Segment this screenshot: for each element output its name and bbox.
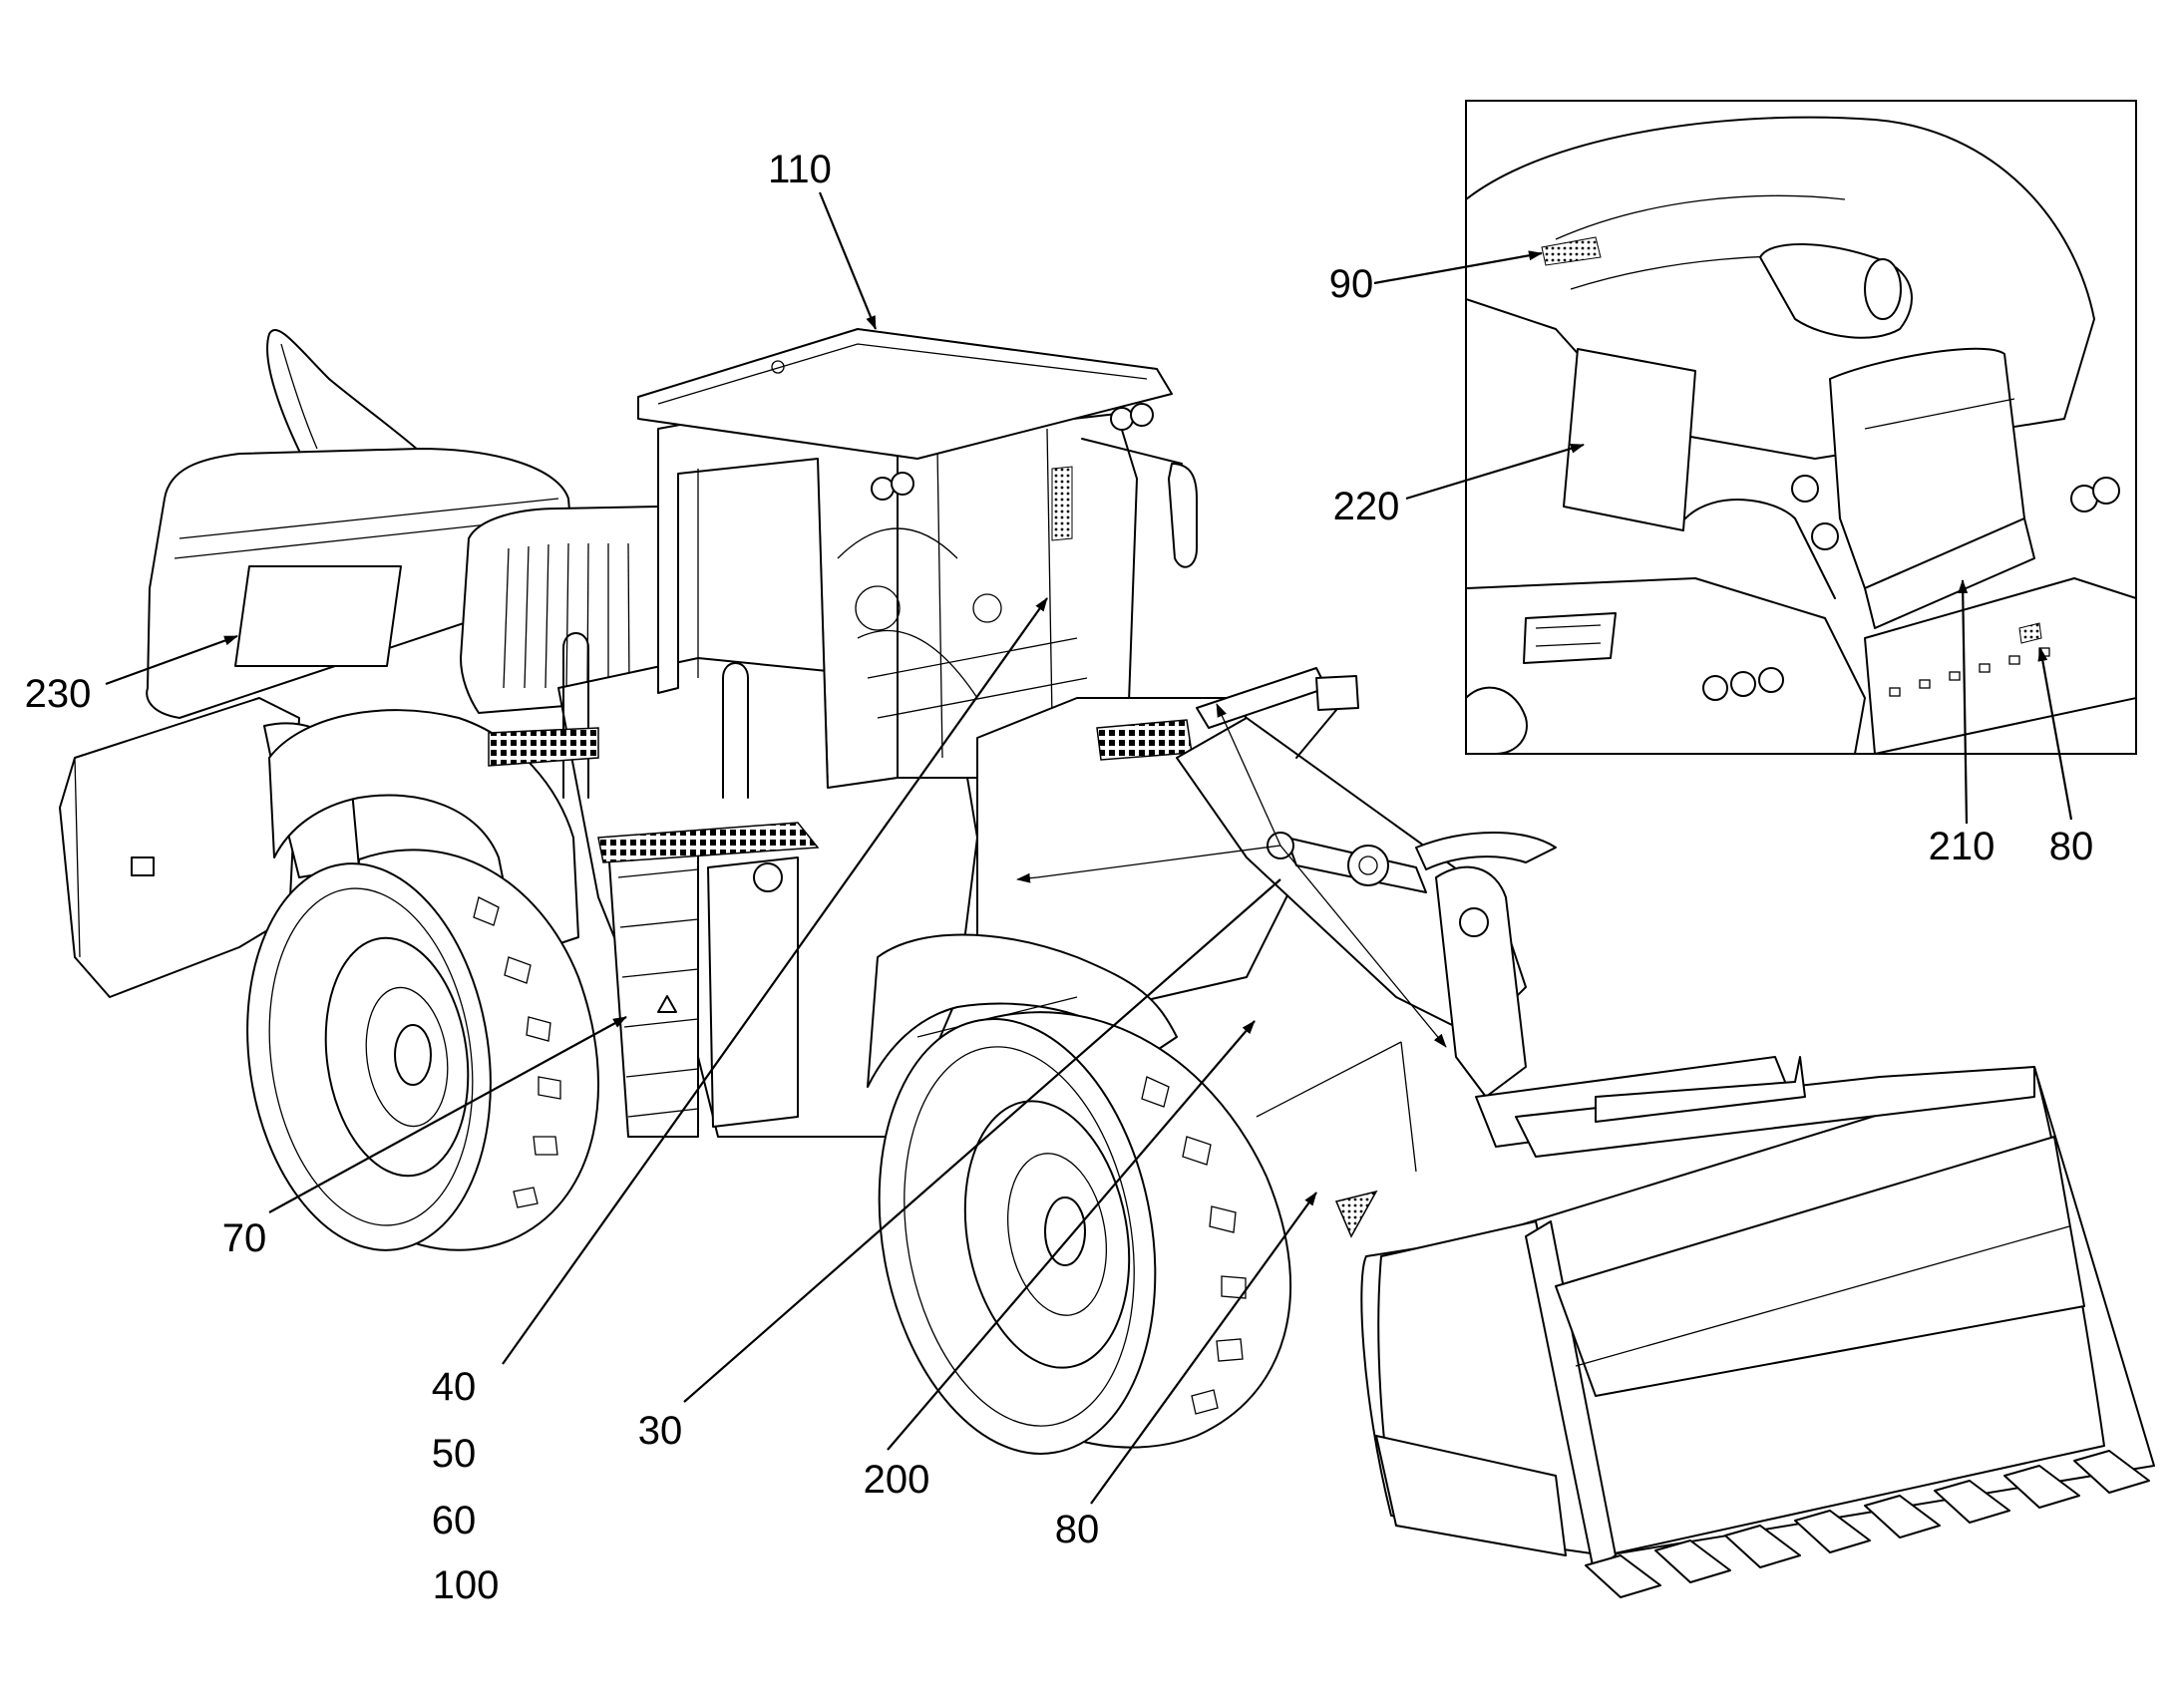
ref-30: 30: [638, 1409, 683, 1453]
ref-70: 70: [222, 1216, 267, 1260]
ref-220: 220: [1333, 485, 1400, 528]
ref-40: 40: [432, 1365, 477, 1409]
wheel-loader-drawing: [59, 328, 2155, 1598]
ref-80-main: 80: [1055, 1508, 1100, 1551]
ref-100: 100: [433, 1563, 500, 1607]
ref-110: 110: [768, 148, 832, 191]
ref-230: 230: [25, 672, 92, 716]
front-wheel: [878, 1011, 1292, 1455]
ref-200: 200: [864, 1458, 930, 1502]
rear-wheel: [246, 849, 599, 1251]
loader-bucket: [1360, 1056, 2155, 1598]
ref-210: 210: [1929, 825, 1996, 868]
ref-60: 60: [432, 1499, 477, 1542]
ref-50: 50: [432, 1432, 477, 1476]
reference-numerals: 110 90 220 230 210 80 70 40 50 60 100 30…: [25, 148, 2094, 1607]
label-plate-220: [1563, 348, 1696, 531]
leader-lines: [105, 191, 2073, 1505]
ref-90: 90: [1329, 262, 1374, 306]
ref-80-inset: 80: [2049, 825, 2094, 868]
label-plate-230: [234, 565, 402, 667]
detail-inset-drawing: [1465, 100, 2137, 755]
